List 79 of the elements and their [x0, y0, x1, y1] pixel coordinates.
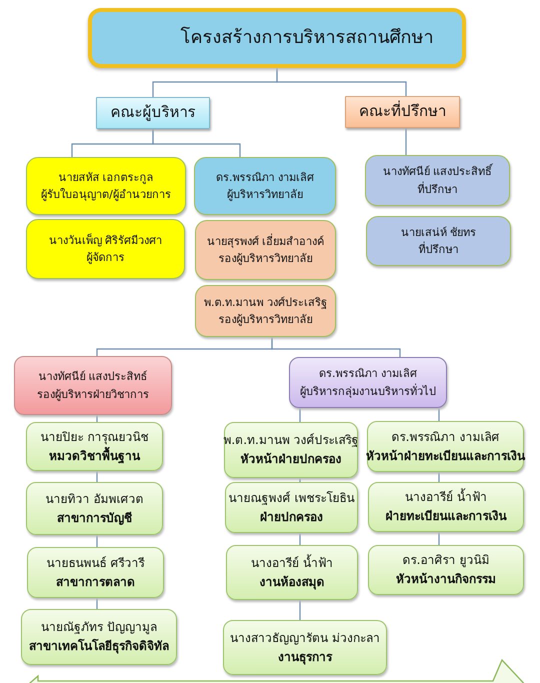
- person-name: นายณัฐภัทร ปัญญามูล: [41, 619, 157, 636]
- position-title: ผู้บริหารวิทยาลัย: [227, 187, 303, 203]
- position-title: สาขาเทคโนโลยีธุรกิจดิจิทัล: [29, 638, 169, 656]
- connector-line: [438, 472, 440, 482]
- person-box: [26, 219, 185, 279]
- person-box: [195, 220, 336, 280]
- connector-line: [271, 337, 401, 357]
- group-title: คณะผู้บริหาร: [110, 102, 196, 124]
- position-title: ผู้บริหารกลุ่มงานบริหารทั่วไป: [300, 382, 436, 400]
- connector-line: [96, 471, 98, 482]
- person-box: [27, 547, 164, 598]
- position-title: ฝ่ายปกครอง: [260, 508, 323, 526]
- person-name: นายสุรพงศ์ เอี่ยมสำอางค์: [206, 232, 324, 250]
- person-box: [14, 356, 172, 415]
- person-name: นางวันเพ็ญ ศิริรัศมีวงศา: [48, 232, 162, 249]
- person-box: [194, 157, 336, 215]
- person-name: พ.ต.ท.มานพ วงศ์ประเสริฐ: [223, 432, 359, 450]
- position-title: หัวหน้างานกิจกรรม: [396, 571, 496, 588]
- position-title: รองผู้บริหารวิทยาลัย: [218, 251, 312, 267]
- person-box: [367, 421, 524, 472]
- person-name: นางสาวธัญญารัตน ม่วงกะลา: [230, 630, 380, 647]
- position-title: ผู้จัดการ: [86, 250, 124, 266]
- position-title: สาขาการบัญชี: [57, 510, 132, 527]
- person-box: [224, 422, 358, 478]
- person-box: [223, 620, 387, 675]
- person-box: [225, 482, 358, 533]
- position-title: ฝ่ายทะเบียนและการเงิน: [386, 508, 506, 525]
- position-title: รองผู้บริหารวิทยาลัย: [218, 312, 312, 328]
- person-name: นางทัศนีย์ แสงประสิทธ์: [38, 369, 148, 386]
- connector-line: [276, 68, 407, 96]
- person-box: [368, 482, 524, 532]
- person-name: นายณฐพงศ์ เพชระโยธิน: [228, 490, 354, 507]
- connector-line: [438, 532, 440, 545]
- position-title: ที่ปรึกษา: [418, 241, 458, 258]
- person-name: นางอารีย์ น้ำฟ้า: [251, 554, 333, 572]
- position-title: งานธุรการ: [278, 648, 332, 666]
- person-box: [26, 482, 163, 535]
- position-title: หัวหน้าฝ่ายปกครอง: [240, 451, 342, 468]
- person-name: พ.ต.ท.มานพ วงศ์ประเสริฐ: [204, 294, 327, 311]
- connector-line: [299, 533, 301, 545]
- person-name: นายธนพนธ์ ศรีวารี: [46, 554, 144, 572]
- title-text: โครงสร้างการบริหารสถานศึกษา: [180, 26, 434, 50]
- position-title: งานห้องสมุด: [260, 574, 324, 592]
- person-box: [226, 545, 358, 600]
- person-name: นางทัศนีย์ แสงประสิทธิ์: [382, 163, 492, 180]
- person-box: [366, 216, 511, 266]
- person-name: นายสหัส เอกตระกูล: [58, 170, 154, 186]
- position-title: รองผู้บริหารฝ่ายวิชาการ: [37, 386, 149, 403]
- group-header-box: [96, 97, 210, 129]
- connector-line: [405, 128, 407, 155]
- connector-line: [438, 408, 440, 421]
- group-title: คณะที่ปรึกษา: [359, 100, 446, 122]
- person-name: นางอารีย์ น้ำฟ้า: [405, 488, 487, 506]
- position-title: หมวดวิชาพื้นฐาน: [49, 446, 140, 466]
- person-name: นายเสน่ห์ ชัยทร: [400, 224, 476, 241]
- position-title: สาขาการตลาด: [56, 574, 135, 590]
- connector-line: [299, 408, 301, 422]
- connector-line: [299, 600, 301, 620]
- person-box: [21, 609, 177, 665]
- person-name: นายทิวา อัมพเศวต: [46, 490, 144, 508]
- person-box: [368, 545, 524, 595]
- person-name: ดร.พรรณิภา งามเลิศ: [319, 366, 417, 382]
- position-title: ผู้รับใบอนุญาต/ผู้อำนวยการ: [41, 187, 171, 203]
- title-box: [88, 8, 466, 68]
- person-box: [365, 155, 510, 206]
- person-box: [195, 285, 336, 337]
- person-name: ดร.อาศิรา ยูวนิมิ: [402, 552, 490, 570]
- person-name: นายปิยะ การุณยวนิช: [40, 428, 148, 446]
- connector-line: [152, 129, 241, 157]
- person-name: ดร.พรรณิภา งามเลิศ: [392, 428, 500, 446]
- position-title: หัวหน้าฝ่ายทะเบียนและการเงิน: [366, 448, 525, 464]
- person-box: [289, 357, 447, 408]
- position-title: ที่ปรึกษา: [418, 180, 458, 198]
- connector-line: [96, 535, 98, 547]
- person-name: ดร.พรรณิภา งามเลิศ: [216, 170, 314, 186]
- group-header-box: [345, 96, 460, 128]
- person-box: [26, 157, 186, 215]
- person-box: [26, 422, 163, 471]
- connector-line: [96, 598, 98, 609]
